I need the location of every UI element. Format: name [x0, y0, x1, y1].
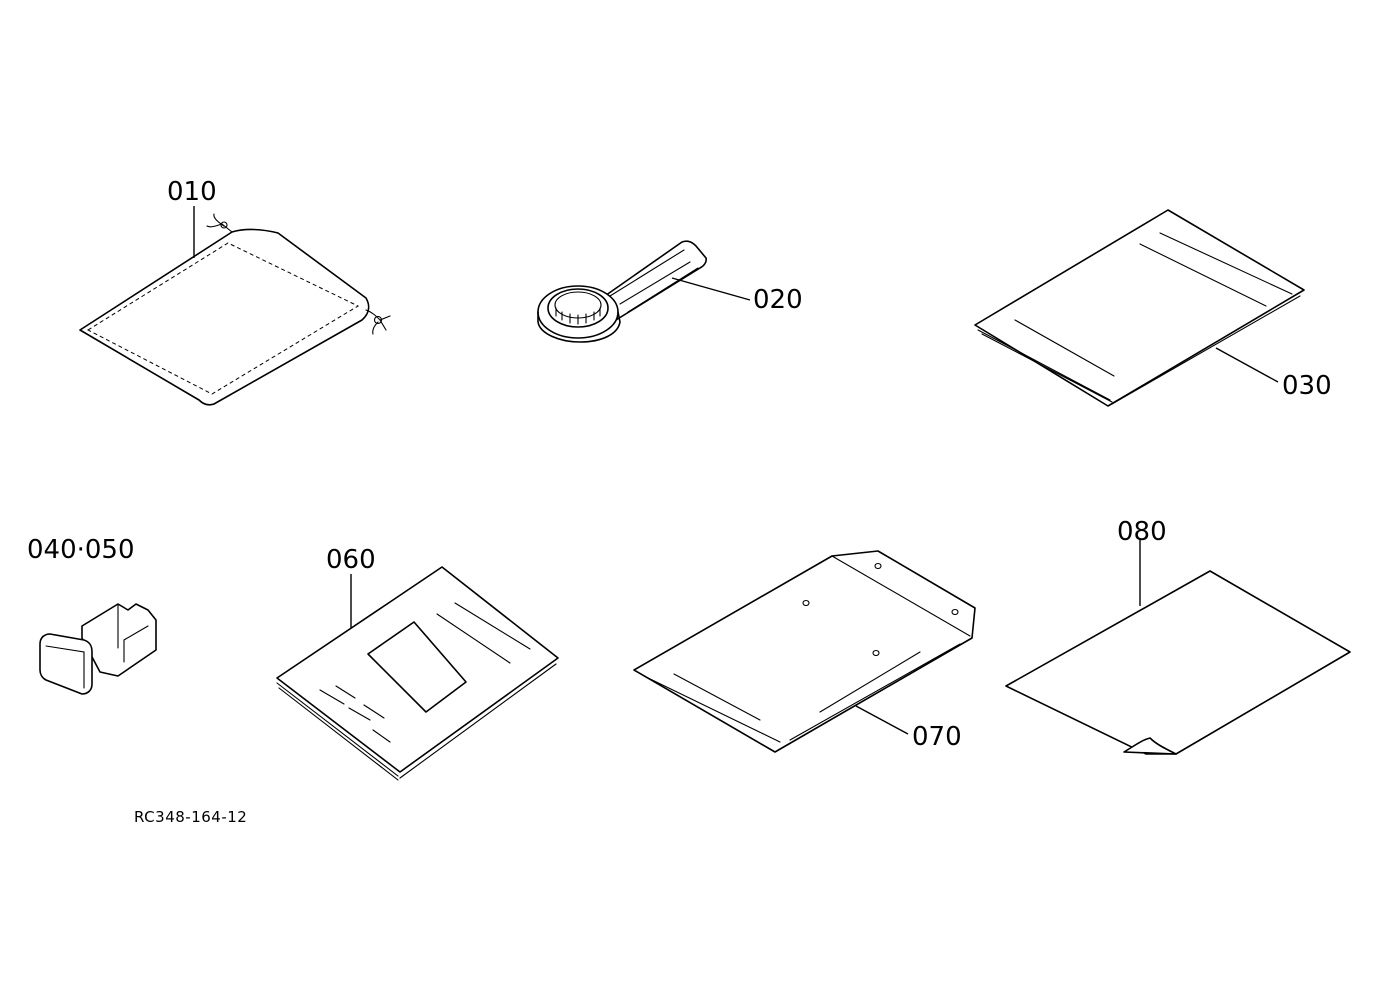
callout-070: 070 — [912, 722, 962, 752]
tool-bag-drawing — [79, 213, 391, 406]
callout-010: 010 — [167, 177, 217, 207]
callout-040-050: 040·050 — [27, 535, 135, 565]
callout-060: 060 — [326, 545, 376, 575]
callout-030: 030 — [1282, 371, 1332, 401]
sheet-080-drawing — [1005, 570, 1351, 755]
callout-080: 080 — [1117, 517, 1167, 547]
wrench-drawing — [537, 240, 707, 343]
booklet-060-drawing — [276, 566, 559, 781]
drawing-id: RC348-164-12 — [134, 808, 247, 826]
callout-020: 020 — [753, 285, 803, 315]
plug-cap-drawing — [39, 603, 157, 695]
envelope-070-drawing — [633, 550, 976, 753]
manual-030-drawing — [974, 209, 1305, 407]
